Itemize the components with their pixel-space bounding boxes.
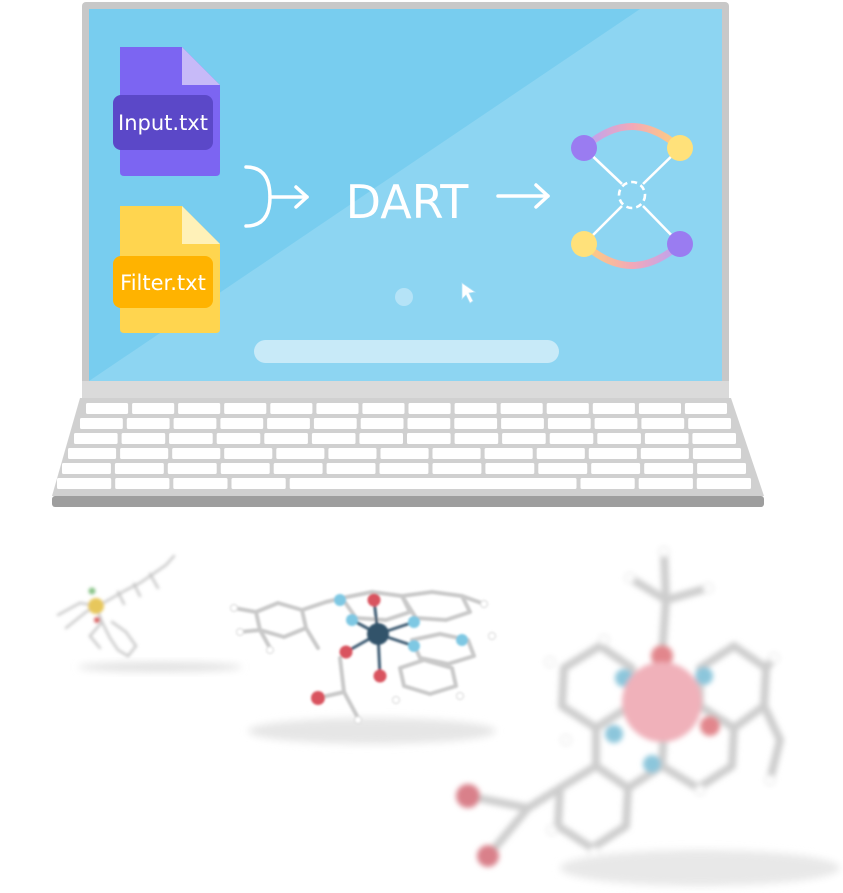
keyboard-key[interactable] [684,403,727,414]
screen-glare [89,9,722,381]
keyboard-key[interactable] [638,403,681,414]
keyboard-key[interactable] [692,448,741,459]
keyboard-key[interactable] [640,448,689,459]
cursor-icon [461,282,477,304]
keyboard-key[interactable] [688,418,731,429]
keyboard-key[interactable] [500,403,543,414]
keyboard-key[interactable] [224,448,273,459]
keyboard-key[interactable] [316,403,359,414]
keyboard-key[interactable] [114,463,164,474]
keyboard-key[interactable] [432,463,482,474]
keyboard-key[interactable] [328,448,377,459]
keyboard-key[interactable] [132,403,175,414]
molecule-1-shadow [78,662,242,672]
keyboard-key[interactable] [57,478,112,489]
keyboard-key[interactable] [62,463,111,474]
keyboard-key[interactable] [80,418,123,429]
keyboard-key[interactable] [115,478,170,489]
keyboard-key[interactable] [224,403,267,414]
keyboard-key[interactable] [641,418,685,429]
keyboard-key[interactable] [594,418,638,429]
keyboard-key[interactable] [408,403,451,414]
molecule-2-shadow [248,718,496,744]
molecule-2 [230,590,496,724]
keyboard-key[interactable] [454,403,497,414]
keyboard-key[interactable] [538,463,588,474]
keyboard-key[interactable] [432,448,481,459]
keyboard-key[interactable] [547,418,591,429]
arrow-right-icon [496,183,550,209]
merge-arrow-icon [244,165,309,228]
keyboard-key[interactable] [362,403,405,414]
keyboard-key[interactable] [216,433,261,444]
keyboard-key[interactable] [313,418,357,429]
keyboard-key[interactable] [380,448,429,459]
keyboard-key[interactable] [501,418,544,429]
keyboard-key[interactable] [264,433,308,444]
keyboard-key[interactable] [644,463,694,474]
spacebar-key[interactable] [289,478,577,489]
keyboard-key[interactable] [74,433,118,444]
keyboard-key[interactable] [580,478,635,489]
keyboard-key[interactable] [267,418,310,429]
filter-file-icon: Filter.txt [113,206,220,333]
keyboard-key[interactable] [167,463,217,474]
keyboard-key[interactable] [546,403,589,414]
keyboard-key[interactable] [591,463,641,474]
keyboard-key[interactable] [360,418,404,429]
keyboard-key[interactable] [326,463,376,474]
keyboard-key[interactable] [454,418,498,429]
keyboard-key[interactable] [379,463,429,474]
laptop [52,2,764,507]
keyboard-key[interactable] [311,433,356,444]
keyboard-key[interactable] [597,433,641,444]
keyboard-key[interactable] [126,418,170,429]
keyboard-key[interactable] [120,448,169,459]
keyboard-key[interactable] [220,418,264,429]
laptop-hinge [82,381,729,399]
keyboard-key[interactable] [178,403,221,414]
keyboard [57,403,751,489]
keyboard-key[interactable] [231,478,286,489]
pagination-dot[interactable] [395,288,413,306]
keyboard-key[interactable] [536,448,585,459]
keyboard-key[interactable] [273,463,323,474]
keyboard-key[interactable] [454,433,499,444]
progress-bar[interactable] [254,340,559,363]
keyboard-key[interactable] [68,448,117,459]
molecule-3 [456,546,784,867]
keyboard-key[interactable] [638,478,693,489]
keyboard-key[interactable] [121,433,166,444]
keyboard-key[interactable] [172,448,221,459]
keyboard-key[interactable] [549,433,594,444]
keyboard-key[interactable] [485,463,535,474]
molecule-3-shadow [560,850,840,886]
keyboard-key[interactable] [276,448,325,459]
keyboard-key[interactable] [696,478,751,489]
network-graph-icon [571,123,693,269]
keyboard-key[interactable] [270,403,313,414]
input-file-icon: Input.txt [113,47,220,176]
keyboard-key[interactable] [407,433,451,444]
input-file-label: Input.txt [118,111,208,135]
laptop-front-edge [52,496,764,507]
keyboard-key[interactable] [220,463,270,474]
app-name: DART [346,175,470,229]
keyboard-key[interactable] [692,433,736,444]
keyboard-key[interactable] [359,433,403,444]
keyboard-key[interactable] [644,433,689,444]
keyboard-key[interactable] [407,418,451,429]
filter-file-label: Filter.txt [120,271,206,295]
keyboard-key[interactable] [86,403,129,414]
keyboard-key[interactable] [592,403,635,414]
keyboard-key[interactable] [173,418,217,429]
keyboard-key[interactable] [697,463,746,474]
keyboard-key[interactable] [502,433,546,444]
molecule-1 [56,554,176,658]
keyboard-key[interactable] [588,448,637,459]
keyboard-key[interactable] [173,478,228,489]
keyboard-key[interactable] [169,433,213,444]
keyboard-key[interactable] [484,448,533,459]
